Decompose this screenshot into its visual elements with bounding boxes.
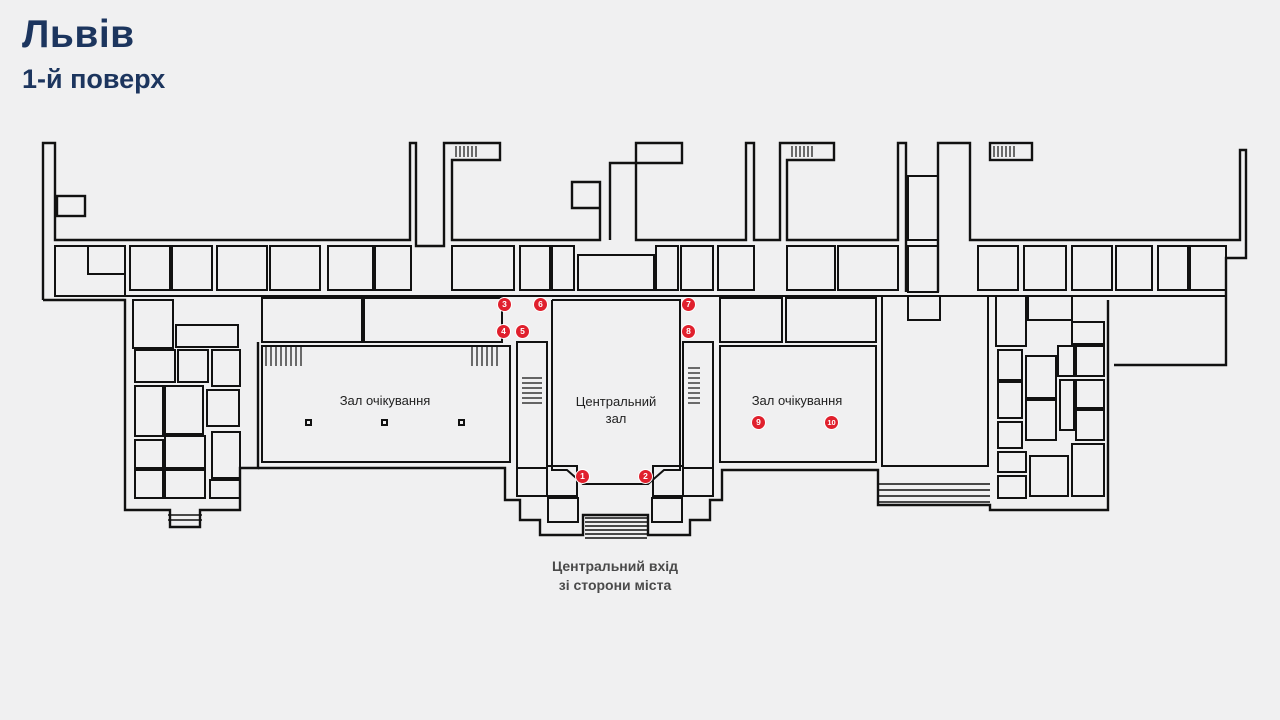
inner-walls bbox=[54, 175, 1227, 523]
city-title: Львів bbox=[22, 13, 135, 56]
marker-8[interactable]: 8 bbox=[682, 325, 695, 338]
marker-5[interactable]: 5 bbox=[516, 325, 529, 338]
entrance-line-2: зі сторони міста bbox=[558, 577, 672, 593]
marker-10[interactable]: 10 bbox=[825, 416, 838, 429]
marker-1[interactable]: 1 bbox=[576, 470, 589, 483]
hall-label-left-waiting: Зал очікування bbox=[339, 393, 431, 408]
floor-subtitle: 1-й поверх bbox=[22, 64, 166, 94]
outer-walls bbox=[41, 141, 1248, 539]
marker-6[interactable]: 6 bbox=[534, 298, 547, 311]
entrance-line-1: Центральний вхід bbox=[551, 558, 679, 574]
central-entrance-label: Центральний вхід зі сторони міста bbox=[505, 557, 725, 595]
marker-2[interactable]: 2 bbox=[639, 470, 652, 483]
hall-label-right-waiting: Зал очікування bbox=[751, 393, 843, 408]
marker-9[interactable]: 9 bbox=[752, 416, 765, 429]
marker-4[interactable]: 4 bbox=[497, 325, 510, 338]
marker-3[interactable]: 3 bbox=[498, 298, 511, 311]
hall-label-central: Центральний зал bbox=[575, 394, 657, 426]
marker-7[interactable]: 7 bbox=[682, 298, 695, 311]
